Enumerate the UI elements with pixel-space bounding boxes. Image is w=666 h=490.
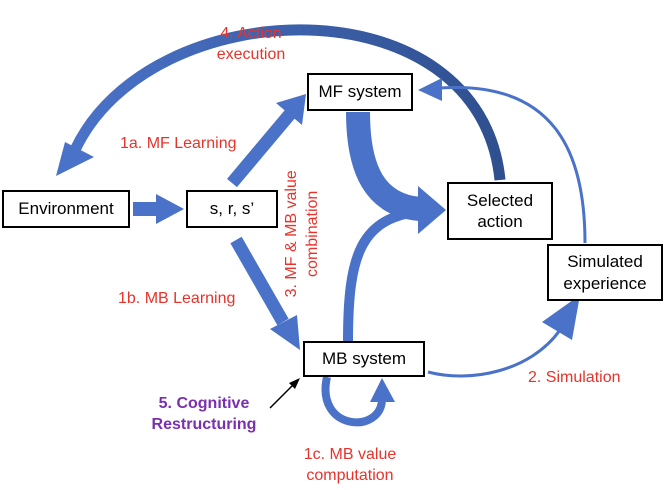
label-action-execution-line2: execution xyxy=(216,45,286,63)
arrow-cognitive-pointer-head xyxy=(289,378,300,389)
node-selected-action-line1: Selected xyxy=(466,190,534,210)
arrow-simulated-to-mf xyxy=(439,85,587,244)
label-value-combination-line1: 3. MF & MB value xyxy=(283,170,301,298)
node-state: s, r, s’ xyxy=(186,190,278,228)
arrow-simulation-head xyxy=(542,295,580,340)
label-mb-value-line1: 1c. MB value xyxy=(303,446,397,463)
label-simulation-text: 2. Simulation xyxy=(528,369,621,386)
node-simulated-line2: experience xyxy=(563,273,647,293)
node-mf-system-label: MF system xyxy=(318,82,402,102)
arrow-action-execution xyxy=(70,24,506,181)
node-simulated-line1: Simulated xyxy=(567,252,643,272)
arrow-action-execution-head xyxy=(56,142,94,176)
node-mb-system-label: MB system xyxy=(321,349,407,369)
label-mf-learning: 1a. MF Learning xyxy=(120,134,237,155)
arrow-mb-loop-head xyxy=(370,378,395,402)
label-mb-learning-text: 1b. MB Learning xyxy=(118,290,236,307)
arrow-cognitive-pointer xyxy=(269,381,297,409)
label-cognitive-restructuring: 5. Cognitive Restructuring xyxy=(144,394,264,436)
arrow-mb-learning xyxy=(230,236,289,326)
arrow-mf-learning-head xyxy=(276,94,306,125)
label-action-execution-line1: 4. Action xyxy=(220,25,282,42)
node-selected-action: Selected action xyxy=(447,182,553,240)
arrow-mb-to-action xyxy=(343,206,426,343)
label-simulation: 2. Simulation xyxy=(528,368,621,389)
label-cognitive-line1: 5. Cognitive xyxy=(158,395,250,412)
node-mf-system: MF system xyxy=(307,73,413,111)
arrow-simulated-to-mf-head xyxy=(418,78,442,101)
label-mf-learning-text: 1a. MF Learning xyxy=(120,135,237,152)
arrow-simulation xyxy=(427,329,562,378)
label-mb-value-computation: 1c. MB value computation xyxy=(290,445,410,487)
arrow-mf-to-action xyxy=(346,111,422,221)
label-action-execution: 4. Action execution xyxy=(196,24,306,66)
node-state-label: s, r, s’ xyxy=(209,199,255,219)
node-mb-system: MB system xyxy=(303,341,425,377)
label-cognitive-line2: Restructuring xyxy=(151,415,257,433)
label-value-combination: 3. MF & MB value combination xyxy=(282,144,324,324)
arrow-combination-head xyxy=(418,186,446,234)
label-mb-value-line2: computation xyxy=(306,466,394,484)
arrow-mf-learning xyxy=(227,109,295,188)
node-environment: Environment xyxy=(2,190,130,228)
node-environment-label: Environment xyxy=(18,199,114,219)
arrow-env-to-state-head xyxy=(156,194,184,224)
node-selected-action-line2: action xyxy=(477,212,523,231)
label-mb-learning: 1b. MB Learning xyxy=(118,289,235,310)
arrow-mb-learning-head xyxy=(270,315,300,350)
arrow-mb-loop xyxy=(321,376,386,427)
label-value-combination-line2: combination xyxy=(304,190,321,277)
node-simulated-experience: Simulated experience xyxy=(547,244,663,301)
